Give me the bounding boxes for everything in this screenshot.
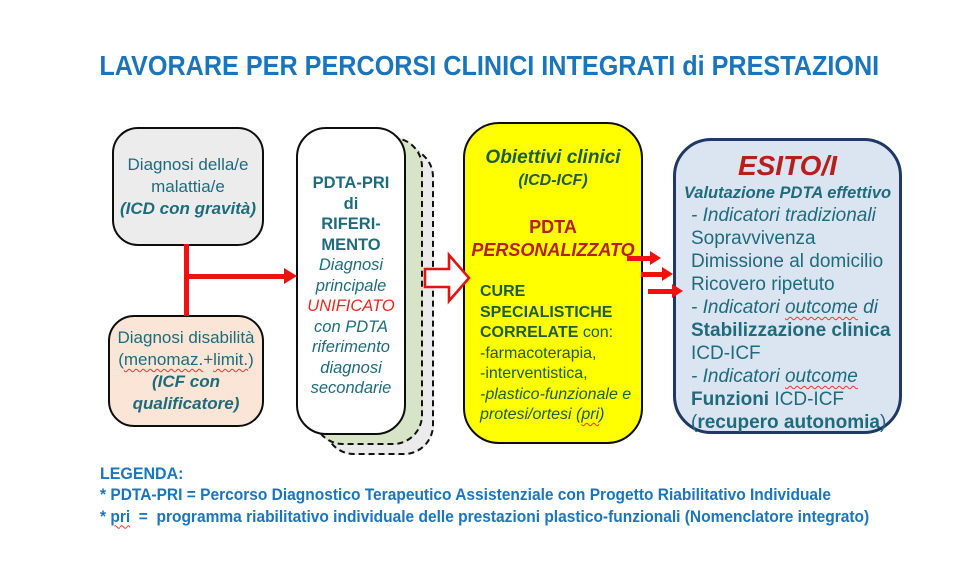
cure-protesi: protesi/ortesi (	[480, 406, 582, 423]
arrow2-head-icon	[662, 267, 673, 281]
box-esito: ESITO/I Valutazione PDTA effettivo - Ind…	[673, 138, 902, 434]
disabilita-line-1: Diagnosi disabilità	[117, 328, 255, 347]
pdta-line-5: Diagnosi	[318, 256, 384, 275]
pdta-line-3: RIFERI-	[321, 215, 381, 234]
cure-con: con:	[578, 324, 614, 341]
pdta-line-9: riferimento	[312, 338, 390, 357]
esito-paren-close: )	[879, 412, 887, 433]
obiettivi-personalizzato: PERSONALIZZATO	[471, 240, 635, 260]
disabilita-limit: limit.	[213, 350, 249, 369]
box-obiettivi-clinici: Obiettivi clinici (ICD-ICF) PDTA PERSONA…	[463, 122, 643, 444]
pdta-line-4: MENTO	[321, 235, 381, 254]
esito-recupero: recupero autonomia	[697, 412, 880, 433]
block-arrow-icon	[423, 251, 471, 305]
cure-line-7: protesi/ortesi (pri)	[480, 405, 641, 426]
obiettivi-cure-list: CURE SPECIALISTICHE CORRELATE con: -farm…	[465, 282, 641, 426]
legend-star: *	[100, 507, 111, 526]
box-diagnosi-disabilita: Diagnosi disabilità (menomaz.+limit.) (I…	[108, 315, 264, 427]
legend-line-1: * PDTA-PRI = Percorso Diagnostico Terape…	[100, 486, 831, 504]
box-pdta-riferimento: PDTA-PRI di RIFERI- MENTO Diagnosi princ…	[296, 127, 406, 435]
disabilita-line-4: qualificatore)	[132, 394, 240, 413]
arrow3-line	[648, 289, 673, 294]
cure-paren-close: )	[599, 406, 605, 423]
obiettivi-heading: Obiettivi clinici	[485, 147, 621, 168]
pdta-line-2: di	[343, 194, 359, 213]
pdta-line-8: con PDTA	[314, 317, 388, 336]
page-title: LAVORARE PER PERCORSI CLINICI INTEGRATI …	[0, 50, 978, 82]
disabilita-line-2: (menomaz.+limit.)	[110, 349, 262, 371]
esito-di: di	[857, 297, 878, 318]
box-diagnosi-malattia: Diagnosi della/e malattia/e (ICD con gra…	[112, 127, 264, 246]
cure-line-2: SPECIALISTICHE	[480, 303, 613, 321]
disabilita-line-3: (ICF con	[152, 372, 220, 391]
esito-indicatori-2: - Indicatori	[691, 366, 785, 387]
obiettivi-pdta: PDTA	[529, 217, 577, 237]
pdta-line-7-unificato: UNIFICATO	[307, 297, 395, 316]
legend-line-2: * pri = programma riabilitativo individu…	[100, 507, 869, 529]
esito-funzioni: Funzioni	[691, 389, 770, 410]
cure-correlate: CORRELATE	[480, 324, 579, 341]
legend-line-2-rest: = programma riabilitativo individuale de…	[130, 507, 870, 526]
esito-line-5: - Indicatori outcome di	[691, 296, 899, 319]
malattia-line-1: Diagnosi della/e	[127, 154, 249, 174]
cure-line-5: -interventistica,	[480, 365, 588, 382]
arrow3-head-icon	[672, 284, 683, 298]
disabilita-paren-close: )	[248, 350, 254, 369]
esito-icdicf: ICD-ICF	[769, 389, 845, 410]
page-title-text: LAVORARE PER PERCORSI CLINICI INTEGRATI …	[99, 50, 879, 81]
arrow2-line	[641, 272, 663, 277]
esito-line-7: ICD-ICF	[691, 343, 761, 364]
malattia-line-2: malattia/e	[151, 176, 225, 196]
esito-line-9: Funzioni ICD-ICF	[691, 388, 899, 411]
legend-heading: LEGENDA:	[100, 464, 184, 483]
esito-heading: ESITO/I	[737, 150, 838, 181]
pdta-line-6: principale	[315, 276, 387, 295]
esito-line-8: - Indicatori outcome	[691, 365, 899, 388]
arrow1-head-icon	[650, 251, 661, 265]
connector-arrowhead-icon	[284, 268, 297, 284]
esito-line-3: Dimissione al domicilio	[691, 251, 884, 272]
cure-line-6: -plastico-funzionale e	[480, 385, 632, 403]
disabilita-menomaz: menomaz.	[123, 350, 204, 369]
cure-line-3: CORRELATE con:	[480, 323, 641, 344]
connector-vertical-line	[184, 244, 189, 316]
esito-line-4: Ricovero ripetuto	[691, 274, 835, 295]
esito-line-1: - Indicatori tradizionali	[691, 205, 876, 226]
disabilita-plus: +	[203, 350, 214, 369]
esito-indicatori-1: - Indicatori	[691, 297, 785, 318]
pdta-line-1: PDTA-PRI	[312, 174, 390, 193]
pdta-line-10: diagnosi	[320, 358, 382, 377]
esito-line-2: Sopravvivenza	[691, 228, 816, 249]
cure-line-1: CURE	[480, 283, 526, 300]
legend: LEGENDA: * PDTA-PRI = Percorso Diagnosti…	[100, 463, 869, 528]
esito-paren-open: (	[691, 412, 698, 433]
esito-list: - Indicatori tradizionali Sopravvivenza …	[676, 204, 899, 434]
esito-line-10: (recupero autonomia)	[691, 411, 899, 434]
esito-line-6: Stabilizzazione clinica	[691, 320, 891, 341]
esito-outcome-2: outcome	[784, 366, 858, 387]
malattia-line-3: (ICD con gravità)	[119, 198, 257, 218]
connector-horizontal-line	[184, 274, 284, 279]
cure-pri: pri	[581, 406, 600, 423]
pdta-line-11: secondarie	[310, 379, 392, 398]
esito-subheading: Valutazione PDTA effettivo	[683, 184, 892, 202]
cure-line-4: -farmacoterapia,	[480, 344, 597, 362]
esito-outcome-1: outcome	[784, 297, 858, 318]
arrow1-line	[627, 256, 651, 261]
legend-pri: pri	[110, 507, 131, 526]
obiettivi-subheading: (ICD-ICF)	[518, 172, 588, 189]
disabilita-paren-open: (	[118, 350, 124, 369]
